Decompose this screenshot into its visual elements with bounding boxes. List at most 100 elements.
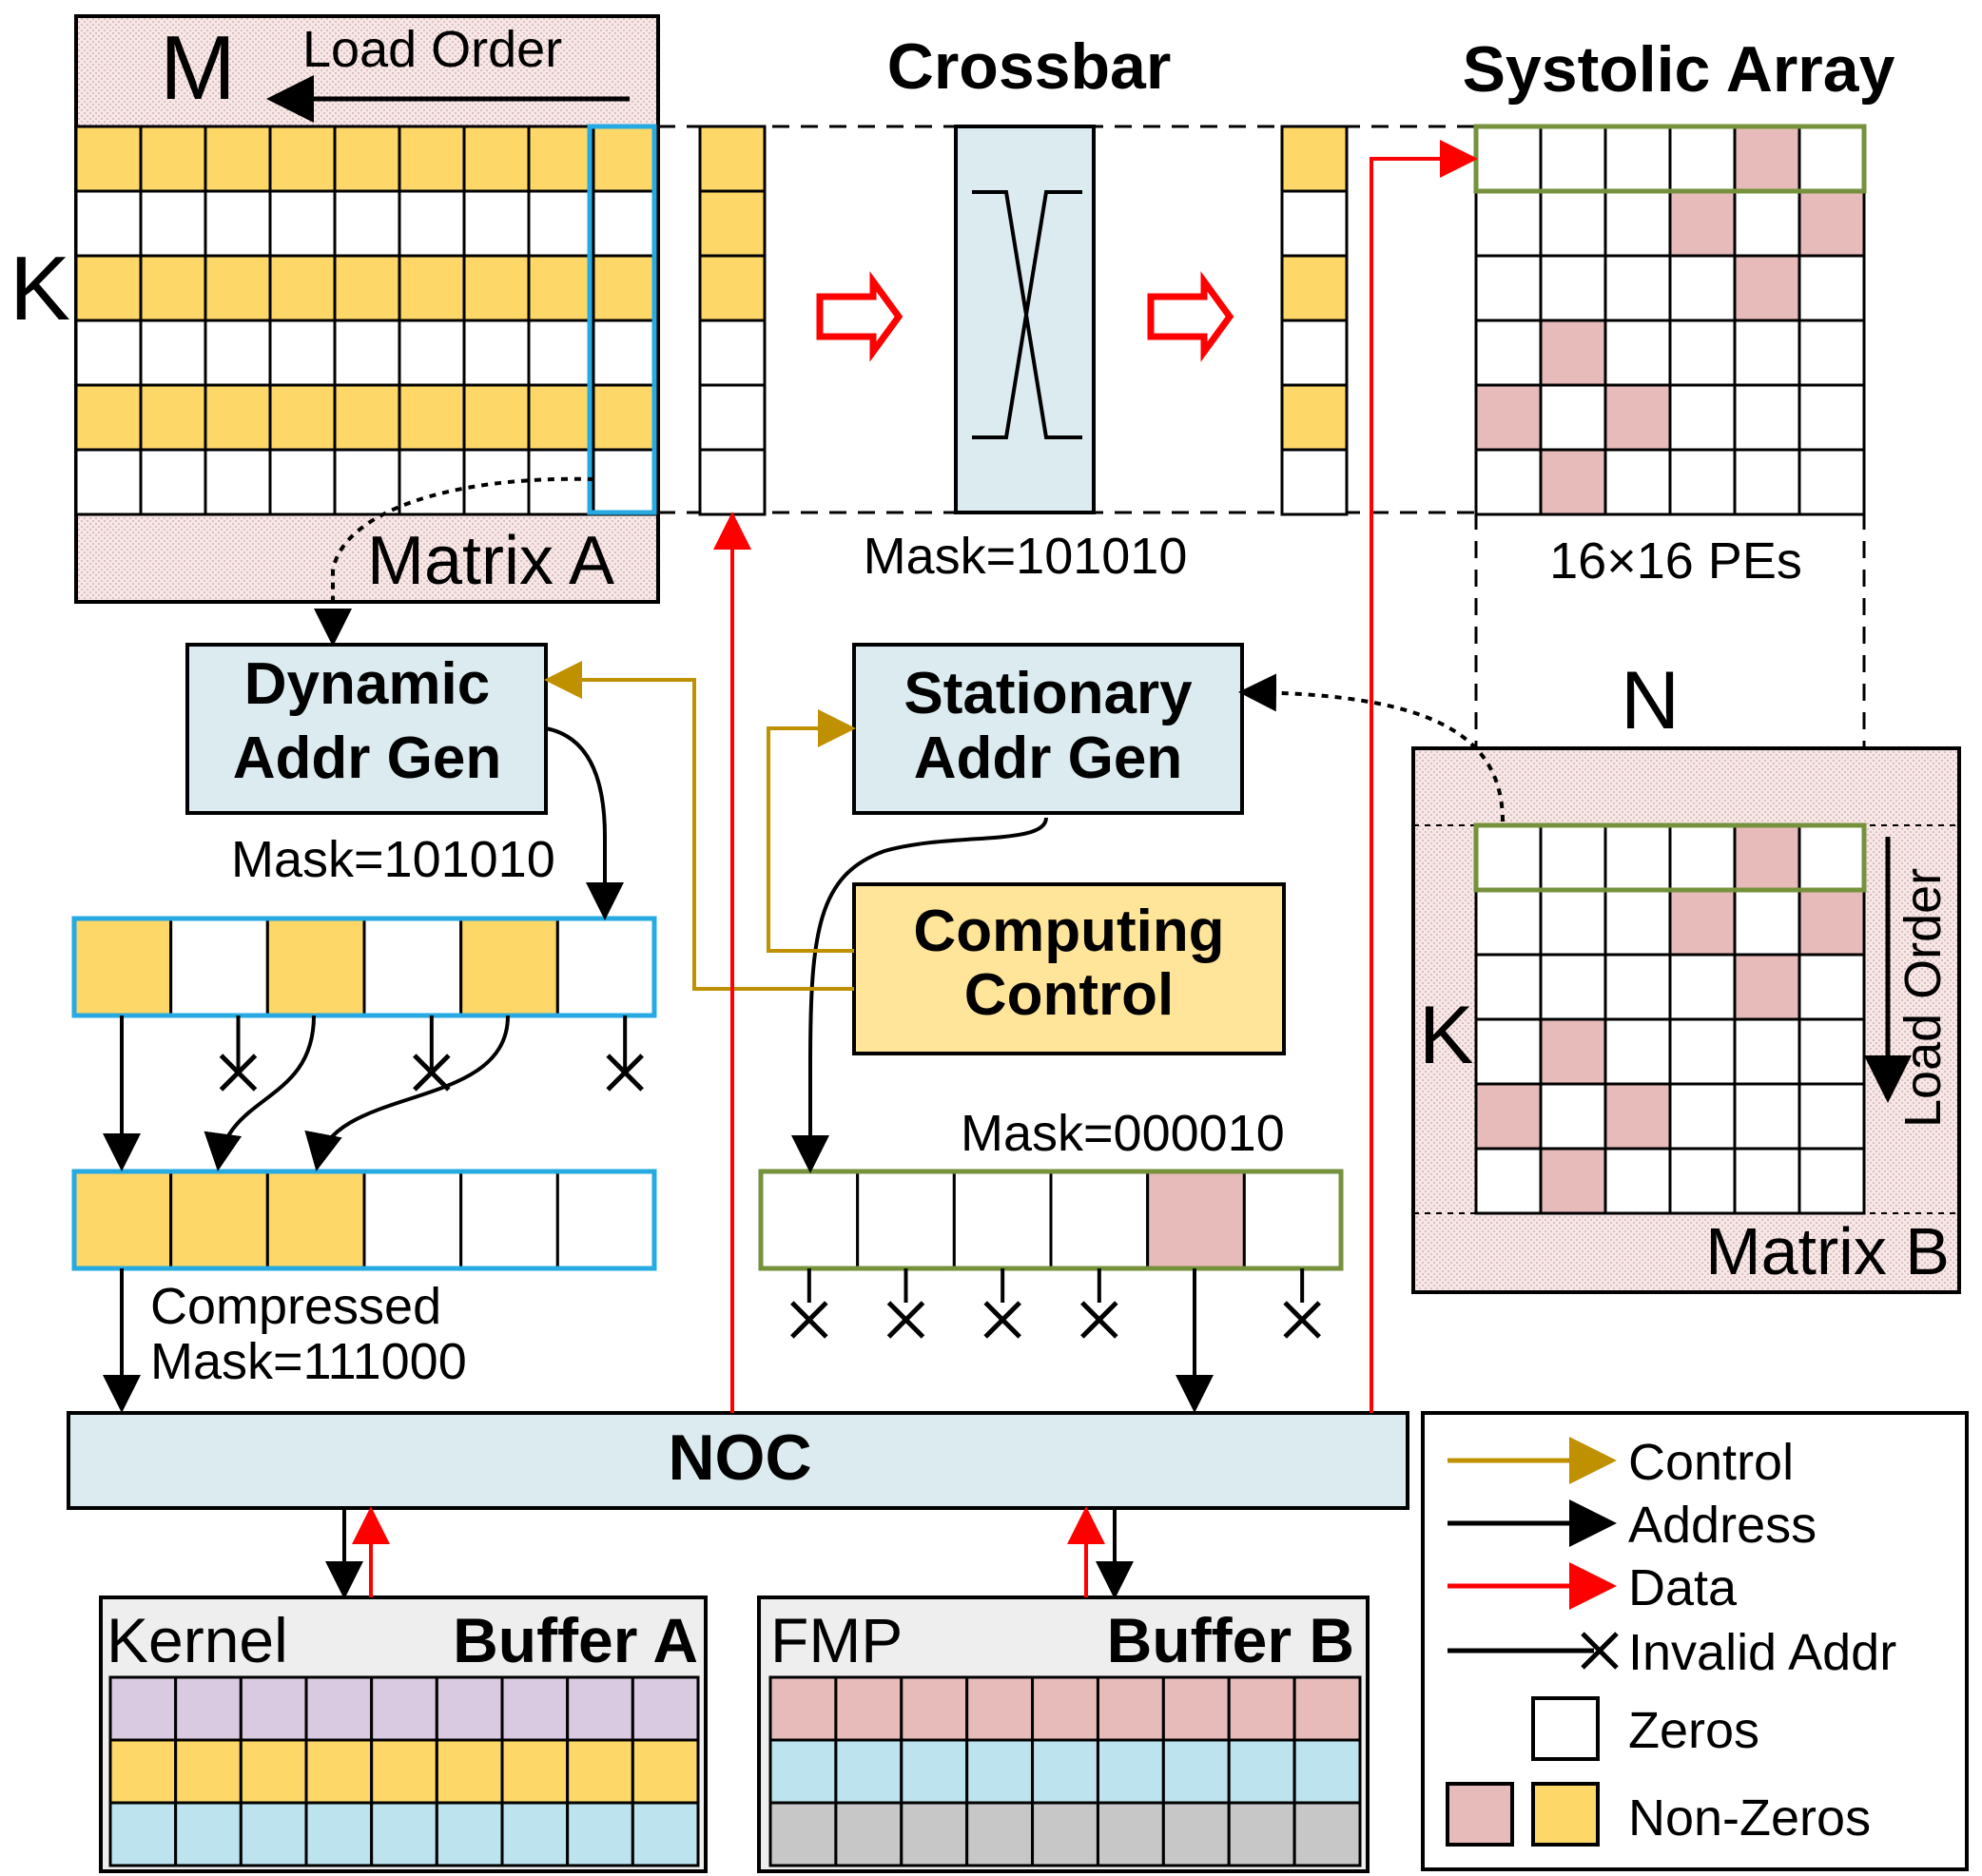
systolic-array-cell [1668, 254, 1737, 322]
systolic-array-cell [1603, 319, 1672, 387]
legend-nonzero-yellow-swatch [1531, 1782, 1600, 1847]
matrix-b-cell [1733, 1017, 1801, 1086]
crossbar-output-cell [1280, 189, 1349, 258]
matrix-a-cell [268, 254, 337, 322]
matrix-a-cell [268, 125, 337, 193]
matrix-a-cell [462, 125, 531, 193]
matrix-b-cell [1474, 1082, 1543, 1151]
matrix-b-cell [1474, 888, 1543, 957]
buffer-a-cell [370, 1675, 438, 1742]
buffer-b-cell [900, 1675, 969, 1742]
matrix-a-cell [462, 383, 531, 452]
buffer-a-cell [239, 1675, 308, 1742]
stationary-addr-gen-line2: Addr Gen [914, 725, 1182, 791]
systolic-array-cell [1474, 319, 1543, 387]
matrix-a-cell [462, 319, 531, 387]
stationary-mask-vector-cell [1146, 1170, 1246, 1270]
matrix-b-dim-n: N [1621, 655, 1680, 746]
legend-data: Data [1628, 1559, 1738, 1616]
matrix-b-cell [1797, 953, 1866, 1021]
buffer-b: FMP Buffer B [757, 1596, 1370, 1873]
compressed-vector-cell [169, 1170, 269, 1270]
matrix-a-dim-k: K [10, 238, 70, 339]
control-to-stationary-addr-gen [767, 709, 856, 953]
buffer-a-grid [108, 1675, 700, 1867]
crossbar-input-cell [698, 254, 767, 322]
buffer-b-cell [1161, 1675, 1231, 1742]
crossbar-output-cell [1280, 319, 1349, 387]
stationary-addr-gen-to-vector [791, 817, 1048, 1173]
legend-control: Control [1628, 1434, 1794, 1491]
systolic-array-cell [1797, 254, 1866, 322]
matrix-a: M Load Order K Matrix A [10, 14, 660, 604]
computing-control: Computing Control [852, 882, 1286, 1055]
dynamic-addr-gen-mask: Mask=101010 [231, 831, 555, 888]
stationary-mask-vector-cell [1242, 1170, 1343, 1270]
matrix-a-cell [204, 254, 272, 322]
crossbar-mask: Mask=101010 [864, 528, 1188, 585]
computing-control-line1: Computing [913, 899, 1224, 964]
matrix-a-cell [204, 319, 272, 387]
legend-zeros: Zeros [1628, 1702, 1759, 1759]
systolic-array-cell [1668, 189, 1737, 258]
crossbar-input-cell [698, 189, 767, 258]
crossbar-input-column [698, 125, 767, 516]
buffer-b-cell [1292, 1675, 1362, 1742]
buffer-b-cell [1161, 1738, 1231, 1805]
crossbar-output-cell [1280, 448, 1349, 516]
buffer-a-cell [500, 1675, 570, 1742]
invalid-addr-x-icon [413, 1054, 451, 1092]
matrix-a-cell [74, 448, 143, 516]
buffer-a-cell [304, 1738, 374, 1805]
matrix-b-cell [1603, 1147, 1672, 1215]
dynamic-addr-gen-to-vector [545, 726, 624, 920]
systolic-array-cell [1603, 448, 1672, 516]
systolic-array-cell [1539, 125, 1607, 193]
matrix-b-grid [1474, 823, 1866, 1215]
systolic-array-cell [1733, 319, 1801, 387]
stationary-invalid-addresses [790, 1268, 1321, 1339]
matrix-b-cell [1474, 1017, 1543, 1086]
matrix-a-dim-m: M [160, 17, 236, 119]
dynamic-mask-vector [72, 917, 656, 1017]
buffer-b-cell [834, 1738, 904, 1805]
matrix-a-cell [398, 254, 466, 322]
matrix-b-cell [1668, 823, 1737, 892]
buffer-b-cell [1227, 1738, 1296, 1805]
stationary-mask-vector-cell [1049, 1170, 1150, 1270]
buffer-a-cell [566, 1801, 634, 1867]
matrix-a-cell [592, 448, 660, 516]
matrix-a-cell [462, 254, 531, 322]
matrix-a-cell [398, 319, 466, 387]
matrix-a-cell [204, 189, 272, 258]
matrix-b-cell [1797, 1082, 1866, 1151]
matrix-b-cell [1474, 823, 1543, 892]
buffer-a-cell [174, 1675, 243, 1742]
stationary-addr-gen-line1: Stationary [904, 661, 1193, 726]
matrix-a-cell [204, 448, 272, 516]
invalid-addr-x-icon [983, 1301, 1021, 1339]
buffer-b-cell [1227, 1675, 1296, 1742]
buffer-a-cell [435, 1801, 504, 1867]
buffer-a-cell [370, 1738, 438, 1805]
buffer-a-cell [500, 1738, 570, 1805]
buffer-b-cell [965, 1801, 1035, 1867]
computing-control-line2: Control [964, 962, 1174, 1028]
systolic-array-cell [1603, 383, 1672, 452]
matrix-b-row-highlight [1473, 822, 1867, 893]
matrix-a-cell [592, 254, 660, 322]
compressed-vector-cell [362, 1170, 463, 1270]
crossbar-output-cell [1280, 254, 1349, 322]
matrix-b-cell [1668, 1082, 1737, 1151]
stationary-mask-vector [759, 1170, 1343, 1270]
legend-nonzeros: Non-Zeros [1628, 1789, 1871, 1847]
buffer-a-cell [108, 1738, 178, 1805]
matrix-b-cell [1733, 823, 1801, 892]
matrix-b-label: Matrix B [1705, 1214, 1950, 1288]
dynamic-mask-vector-outline [71, 916, 657, 1018]
noc-label: NOC [668, 1422, 811, 1494]
buffer-b-cell [965, 1738, 1035, 1805]
matrix-b-cell [1539, 1082, 1607, 1151]
compressed-vector-cell [459, 1170, 559, 1270]
matrix-b-cell [1539, 1147, 1607, 1215]
